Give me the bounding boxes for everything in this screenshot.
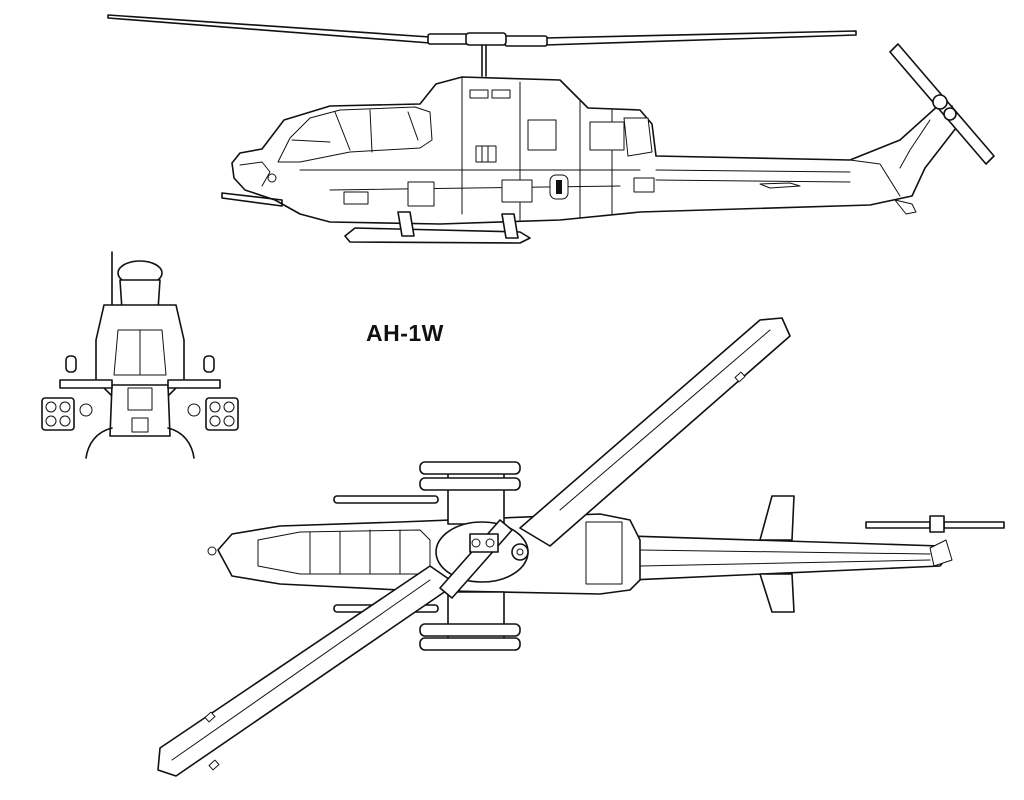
front-left-rocket-pod xyxy=(41,397,93,431)
front-view xyxy=(41,251,239,459)
top-view xyxy=(157,317,1005,777)
side-fuselage xyxy=(221,43,995,225)
front-right-rocket-pod xyxy=(187,397,239,431)
top-tail-rotor xyxy=(865,515,1005,533)
side-tail-rotor xyxy=(889,43,995,165)
side-landing-skids xyxy=(344,211,531,244)
top-rotor-hub xyxy=(435,519,529,599)
top-stub-wings xyxy=(333,461,521,651)
aircraft-designation-label: AH-1W xyxy=(366,320,444,346)
top-tail-boom xyxy=(629,495,953,613)
side-view xyxy=(107,14,995,244)
side-main-rotor xyxy=(107,14,857,77)
